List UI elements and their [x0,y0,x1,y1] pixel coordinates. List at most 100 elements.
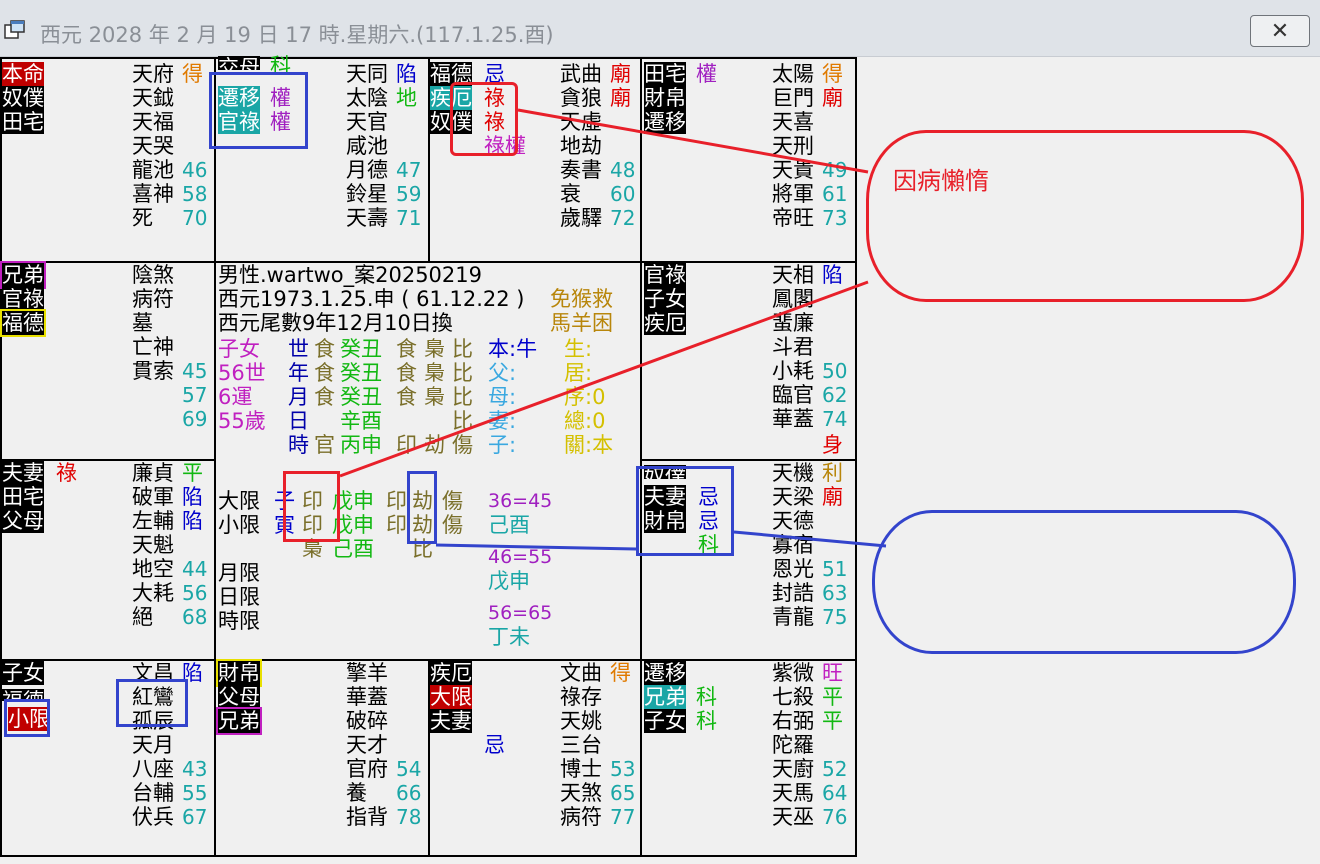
sihua-tag: 科 [696,685,717,709]
limit-label: 時限 [218,609,260,633]
blue-box-annotation [116,679,188,727]
sihua-tag: 祿 [484,86,505,110]
age-number: 57 [182,383,208,407]
age-number: 56 [182,581,208,605]
daxian-god: 傷 [442,489,463,513]
star: 喜神 [132,182,174,206]
pillar-ganzhi: 癸丑 [340,361,382,385]
palace-label: 子女 [644,287,686,311]
palace-label: 福德 [0,309,46,337]
age-number: 48 [610,158,636,182]
range-label: 56=65 [488,602,553,624]
star: 龍池 [132,158,174,182]
xiaoxian-label: 小限 [218,513,260,537]
range-ganzhi: 丁未 [488,625,530,649]
daxian-god: 劫 [412,489,433,513]
sihua-tag: 忌 [484,62,505,86]
star-brightness: 平 [182,461,203,485]
pillar-god: 傷 [452,433,473,457]
age-number: 58 [182,182,208,206]
pillar-ganzhi: 辛酉 [340,409,382,433]
star: 巨門 [772,86,814,110]
palace-label: 子女 [2,661,44,685]
limit-label: 日限 [218,585,260,609]
star: 天機 [772,461,814,485]
star: 月德 [346,158,388,182]
star: 地劫 [560,134,602,158]
note-bubble: 因病懶惰 [866,130,1304,302]
pillar-god: 比 [452,337,473,361]
star: 華蓋 [772,407,814,431]
star: 天才 [346,733,388,757]
palace-6[interactable]: 官祿 子女 疾厄 天相 鳳閣 蜚廉 斗君 小耗 臨官 華蓋 陷 50 62 74… [642,263,855,459]
palace-label: 兄弟 [216,707,262,735]
age-number: 77 [610,805,636,829]
close-icon: ✕ [1270,19,1290,44]
ziwei-chart: 本命 奴僕 田宅 天府 天鉞 天福 天哭 龍池 喜神 死 得 46 58 70 … [0,54,857,857]
age-number: 66 [396,781,422,805]
star-brightness: 平 [822,709,843,733]
palace-label: 福德 [2,689,44,701]
age-number: 67 [182,805,208,829]
sihua-tag: 權 [270,86,291,110]
side-note: 馬羊困 [550,311,613,335]
palace-label: 財帛 [644,509,686,533]
star: 伏兵 [132,805,174,829]
pillar-god: 食 [396,385,417,409]
age-number: 60 [610,182,636,206]
range-ganzhi: 己酉 [488,513,530,537]
palace-5[interactable]: 兄弟 官祿 福德 陰煞 病符 墓 亡神 貫索 45 57 69 [0,261,212,459]
star-brightness: 得 [610,661,631,685]
sihua-tag: 科 [698,533,719,557]
age-number: 53 [610,757,636,781]
palace-label: 遷移 [644,110,686,134]
palace-10[interactable]: 財帛 父母 兄弟 擎羊 華蓋 破碎 天才 官府 養 指背 54 66 78 [216,659,428,855]
title-bar: 西元 2028 年 2 月 19 日 17 時.星期六.(117.1.25.酉)… [0,0,1320,57]
palace-label: 官祿 [218,110,260,134]
change-note: 西元尾數9年12月10日換 [218,311,453,335]
xiaoxian-god: 劫 [412,513,433,537]
age-number: 55 [182,781,208,805]
close-button[interactable]: ✕ [1250,15,1310,47]
palace-9[interactable]: 子女 福德 小限 文昌 紅鸞 孤辰 天月 八座 台輔 伏兵 陷 43 55 67 [2,661,212,855]
age-number: 54 [396,757,422,781]
blue-box-annotation [209,72,308,149]
age-number: 52 [822,757,848,781]
palace-1[interactable]: 本命 奴僕 田宅 天府 天鉞 天福 天哭 龍池 喜神 死 得 46 58 70 [2,62,212,260]
relation: 本:牛 [488,337,538,361]
star: 貫索 [132,359,174,383]
star-brightness: 陷 [182,509,203,533]
sihua-tag: 權 [270,110,291,134]
pillar-god: 比 [452,409,473,433]
star: 祿存 [560,685,602,709]
palace-label: 田宅 [2,110,44,134]
star: 武曲 [560,62,602,86]
palace-11[interactable]: 疾厄 大限 夫妻 忌 文曲 祿存 天姚 三台 博士 天煞 病符 得 53 65 … [430,661,640,855]
star: 貪狼 [560,86,602,110]
star: 天官 [346,110,388,134]
age-number: 72 [610,206,636,230]
star: 擎羊 [346,661,388,685]
palace-label: 夫妻 [644,485,686,509]
relation: 子: [488,433,517,457]
pillar-god: 比 [452,385,473,409]
star: 病符 [132,287,174,311]
daxian-god: 印 [386,489,407,513]
palace-12[interactable]: 遷移 兄弟 子女 科 科 紫微 七殺 右弼 陀羅 天廚 天馬 天巫 旺 平 平 … [642,661,855,855]
center-panel: 男性.wartwo_案20250219 西元1973.1.25.申 ( 61.1… [216,263,640,659]
star: 天鉞 [132,86,174,110]
palace-7[interactable]: 夫妻 祿 田宅 父母 廉貞 破軍 左輔 天魁 地空 大耗 絕 平 陷 陷 44 … [2,461,212,659]
pillar-name: 年 [288,361,309,385]
fate-info: 總:0 [564,409,606,433]
star: 破碎 [346,709,388,733]
age-number: 50 [822,359,848,383]
palace-label: 財帛 [216,659,262,687]
palace-label: 遷移 [644,661,686,685]
note-text: 因病懶惰 [893,167,989,195]
palace-4[interactable]: 田宅 權 財帛 遷移 太陽 巨門 天喜 天刑 天貴 將軍 帝旺 得 廟 49 6… [642,62,855,260]
star: 孤辰 [132,709,174,733]
age-number: 71 [396,206,422,230]
palace-2[interactable]: 交母 科 遷移 官祿 權 權 天同 太陰 天官 咸池 月德 鈴星 天壽 陷 地 … [216,54,428,260]
age-number: 68 [182,605,208,629]
pillar-god: 食 [396,361,417,385]
